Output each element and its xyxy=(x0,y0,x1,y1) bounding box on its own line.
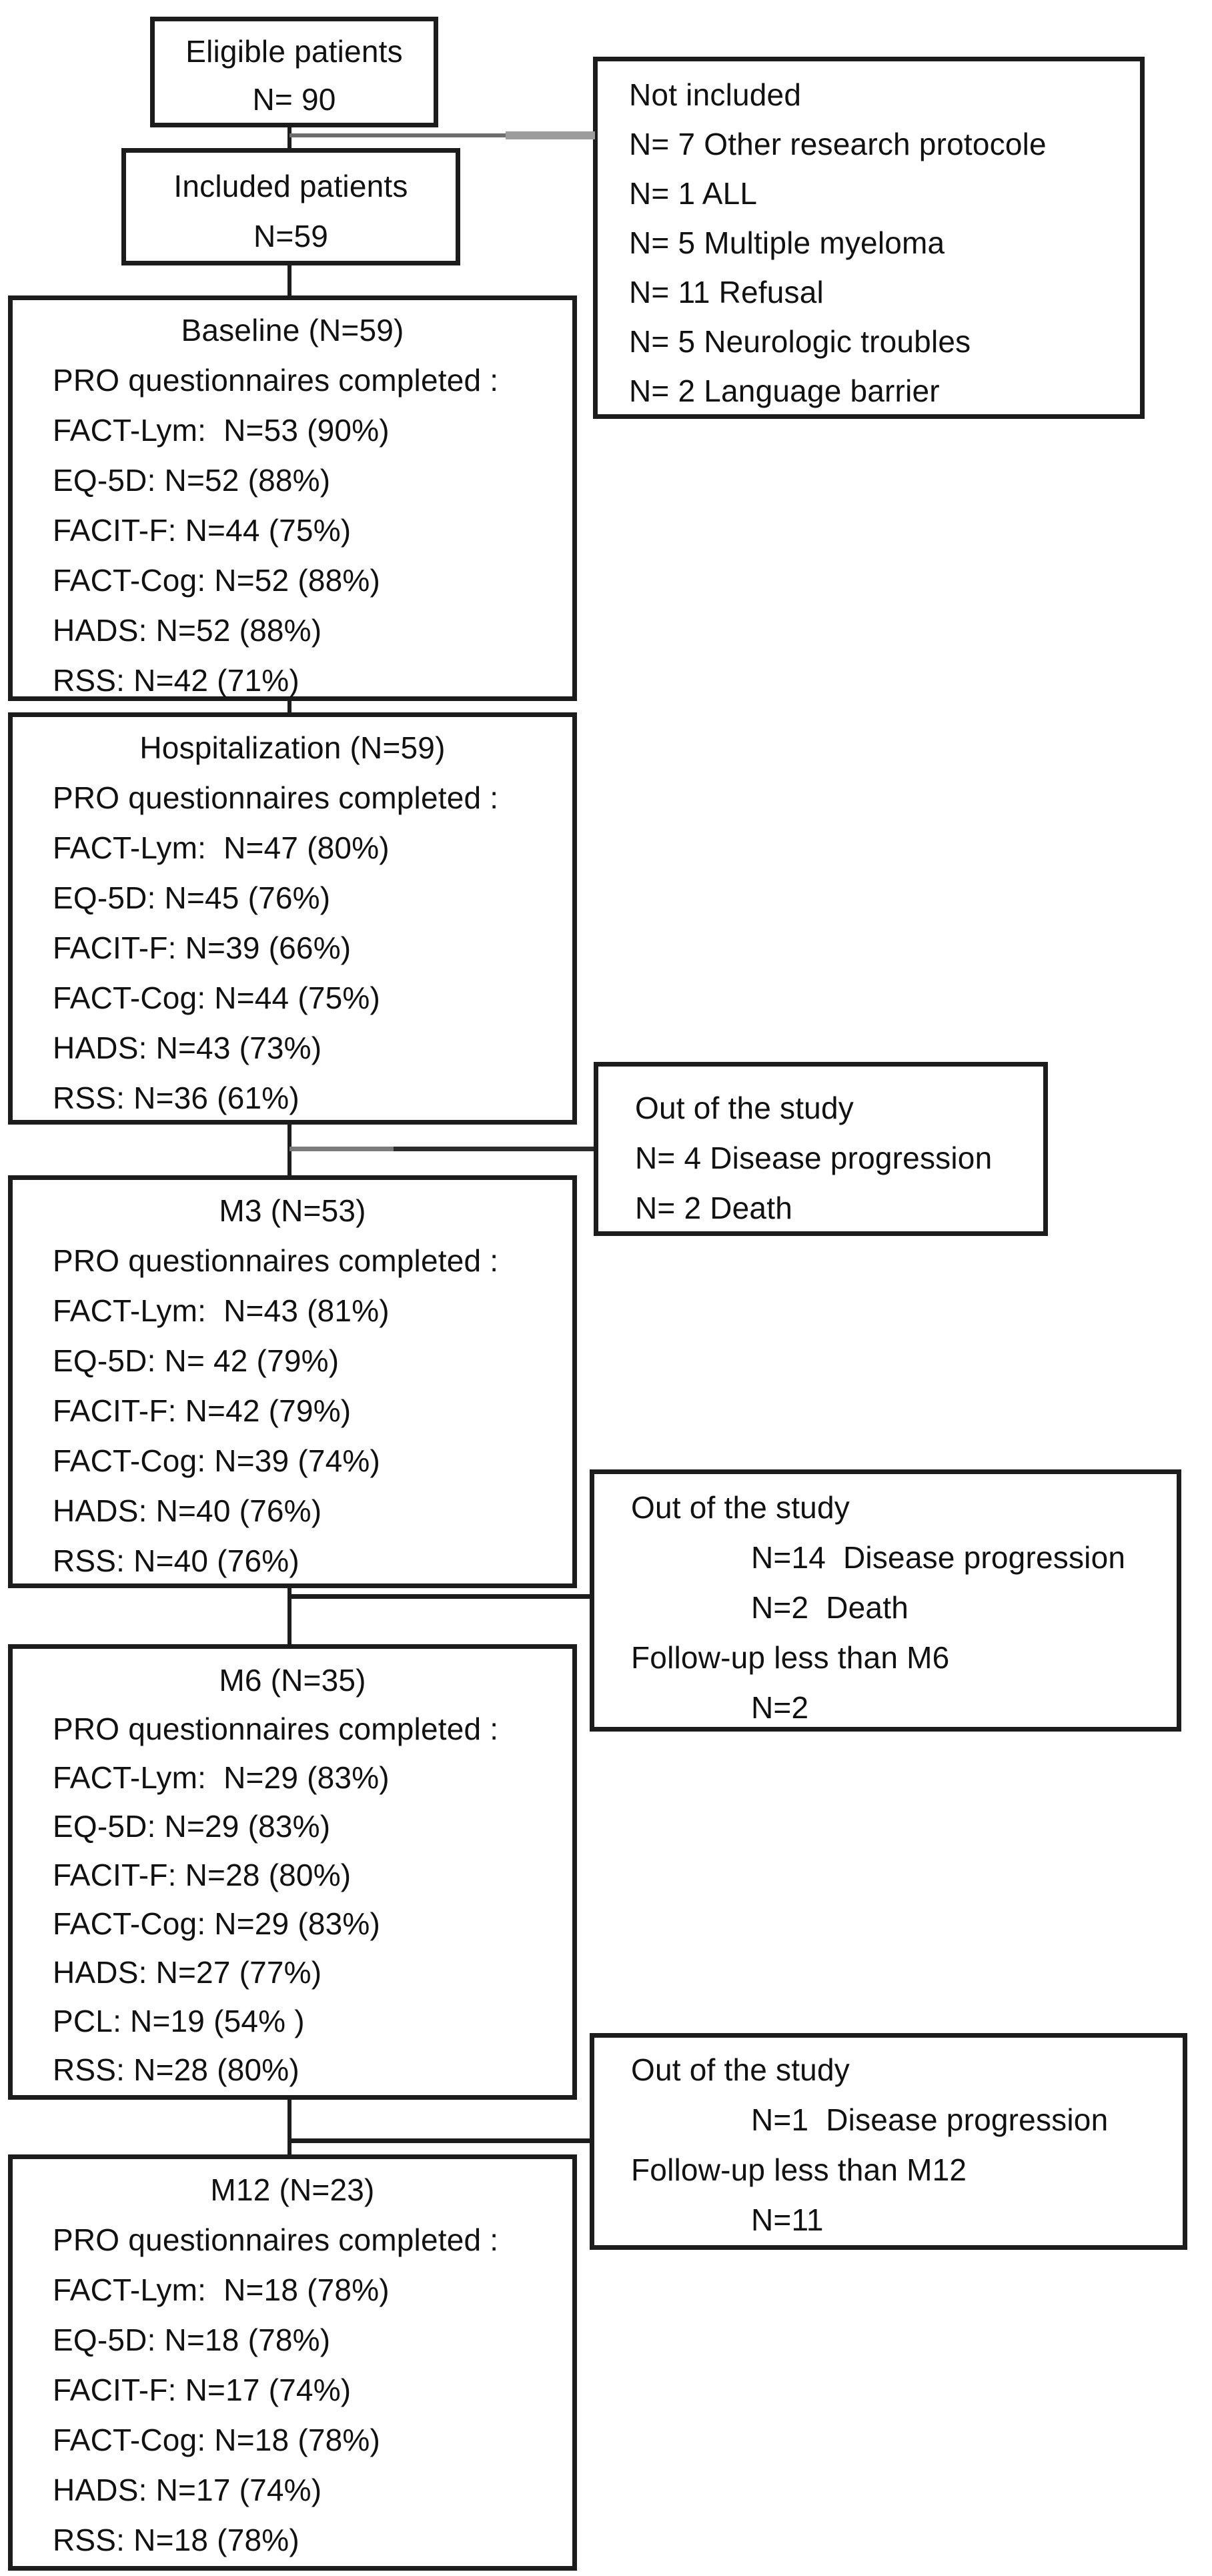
text-line: Included patients xyxy=(173,169,408,203)
text-line: FACT-Lym: N=43 (81%) xyxy=(53,1293,390,1328)
text-line: PRO questionnaires completed : xyxy=(53,780,499,815)
text-line: M12 (N=23) xyxy=(210,2172,375,2207)
text-line: FACIT-F: N=44 (75%) xyxy=(53,513,352,548)
connector-included-to-baseline xyxy=(287,264,291,297)
text-line: N=2 xyxy=(751,1690,809,1725)
text-line: N=11 xyxy=(751,2202,824,2237)
text-line: N= 2 Language barrier xyxy=(629,374,940,408)
text-line: Out of the study xyxy=(635,1091,854,1125)
branch-line-to-out-of-study-3 xyxy=(289,2138,591,2143)
text-line: FACT-Cog: N=52 (88%) xyxy=(53,563,381,598)
text-line: RSS: N=42 (71%) xyxy=(53,663,299,698)
text-line: Out of the study xyxy=(631,1490,850,1525)
text-line: PRO questionnaires completed : xyxy=(53,1243,499,1278)
text-line: Out of the study xyxy=(631,2052,850,2087)
text-line: Not included xyxy=(629,77,802,112)
text-line: FACT-Lym: N=47 (80%) xyxy=(53,830,390,865)
text-line: FACT-Lym: N=53 (90%) xyxy=(53,413,390,448)
branch-line-to-not-included xyxy=(289,133,508,137)
text-line: N=1 Disease progression xyxy=(751,2102,1109,2137)
text-line: EQ-5D: N=18 (78%) xyxy=(53,2323,331,2357)
box-baseline: Baseline (N=59) PRO questionnaires comple… xyxy=(8,295,577,701)
text-line: N= 5 Neurologic troubles xyxy=(629,324,971,359)
text-line: HADS: N=52 (88%) xyxy=(53,613,322,648)
text-line: PRO questionnaires completed : xyxy=(53,363,499,398)
text-line: N= 5 Multiple myeloma xyxy=(629,225,945,260)
text-line: FACT-Lym: N=18 (78%) xyxy=(53,2273,390,2307)
box-out-of-study-after-hospitalization: Out of the study N= 4 Disease progression… xyxy=(594,1062,1048,1236)
text-line: FACIT-F: N=39 (66%) xyxy=(53,930,352,965)
text-line: Eligible patients xyxy=(185,34,403,69)
text-line: HADS: N=40 (76%) xyxy=(53,1493,322,1528)
box-hospitalization: Hospitalization (N=59) PRO questionnaires… xyxy=(8,712,577,1125)
text-line: RSS: N=40 (76%) xyxy=(53,1543,299,1578)
text-line: FACT-Lym: N=29 (83%) xyxy=(53,1760,390,1795)
box-m3: M3 (N=53) PRO questionnaires completed : F… xyxy=(8,1175,577,1588)
text-line: FACT-Cog: N=29 (83%) xyxy=(53,1906,381,1941)
text-line: PRO questionnaires completed : xyxy=(53,1712,499,1746)
connector-m6-to-m12 xyxy=(287,2098,291,2156)
connector-m3-to-m6 xyxy=(287,1586,291,1646)
connector-eligible-to-included xyxy=(287,125,291,151)
text-line: FACIT-F: N=42 (79%) xyxy=(53,1393,352,1428)
text-line: M6 (N=35) xyxy=(219,1663,366,1698)
text-line: RSS: N=18 (78%) xyxy=(53,2523,299,2557)
text-line: FACIT-F: N=17 (74%) xyxy=(53,2373,352,2407)
text-line: RSS: N=28 (80%) xyxy=(53,2052,299,2087)
text-line: N= 4 Disease progression xyxy=(635,1141,993,1175)
text-line: N= 1 ALL xyxy=(629,176,758,211)
text-line: N=59 xyxy=(253,219,329,253)
text-line: HADS: N=27 (77%) xyxy=(53,1955,322,1990)
text-line: Baseline (N=59) xyxy=(181,313,404,348)
text-line: FACT-Cog: N=39 (74%) xyxy=(53,1443,381,1478)
connector-baseline-to-hospitalization xyxy=(287,699,291,715)
text-line: EQ-5D: N=52 (88%) xyxy=(53,463,331,498)
text-line: FACIT-F: N=28 (80%) xyxy=(53,1858,352,1892)
box-m6: M6 (N=35) PRO questionnaires completed : F… xyxy=(8,1644,577,2100)
text-line: EQ-5D: N= 42 (79%) xyxy=(53,1343,340,1378)
branch-line-to-not-included-segment xyxy=(506,131,595,139)
text-line: Follow-up less than M6 xyxy=(631,1640,950,1675)
text-line: PRO questionnaires completed : xyxy=(53,2222,499,2257)
text-line: N= 7 Other research protocole xyxy=(629,127,1047,161)
text-line: N= 11 Refusal xyxy=(629,275,824,309)
text-line: FACT-Cog: N=18 (78%) xyxy=(53,2423,381,2457)
text-line: N=2 Death xyxy=(751,1590,908,1625)
text-line: N= 90 xyxy=(252,82,336,117)
text-line: RSS: N=36 (61%) xyxy=(53,1081,299,1115)
box-not-included: Not included N= 7 Other research protocol… xyxy=(593,57,1145,419)
text-line: FACT-Cog: N=44 (75%) xyxy=(53,981,381,1015)
branch-line-to-out-of-study-1 xyxy=(289,1147,396,1151)
box-eligible-patients: Eligible patients N= 90 xyxy=(150,17,438,127)
text-line: HADS: N=17 (74%) xyxy=(53,2473,322,2507)
branch-line-to-out-of-study-1-segment xyxy=(394,1147,594,1151)
text-line: HADS: N=43 (73%) xyxy=(53,1031,322,1065)
branch-line-to-out-of-study-2 xyxy=(289,1594,591,1599)
text-line: PCL: N=19 (54% ) xyxy=(53,2004,305,2038)
text-line: N=14 Disease progression xyxy=(751,1540,1126,1575)
text-line: Follow-up less than M12 xyxy=(631,2152,967,2187)
text-line: N= 2 Death xyxy=(635,1191,792,1225)
text-line: EQ-5D: N=29 (83%) xyxy=(53,1809,331,1844)
text-line: EQ-5D: N=45 (76%) xyxy=(53,880,331,915)
text-line: M3 (N=53) xyxy=(219,1193,366,1228)
box-m12: M12 (N=23) PRO questionnaires completed :… xyxy=(8,2154,577,2571)
text-line: Hospitalization (N=59) xyxy=(139,730,446,765)
